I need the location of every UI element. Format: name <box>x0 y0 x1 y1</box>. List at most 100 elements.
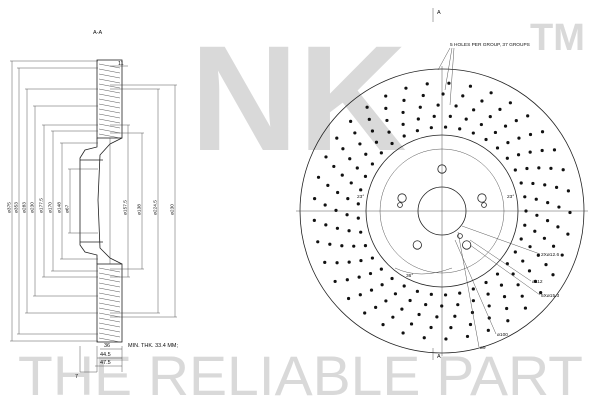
hatch-line <box>98 307 121 313</box>
right-dim-label: ø157.5 <box>123 200 129 215</box>
drill-hole <box>544 262 548 267</box>
drill-hole <box>324 223 328 227</box>
bottom-dim-36-label: 36 <box>104 343 110 349</box>
drill-hole <box>404 86 408 90</box>
drill-hole <box>422 336 426 340</box>
drill-hole <box>429 325 433 330</box>
drill-hole <box>568 210 572 215</box>
drill-hole <box>458 127 462 131</box>
drill-hole <box>384 106 388 110</box>
drill-hole <box>513 168 517 172</box>
drill-hole <box>448 114 452 118</box>
callout-112-leader <box>469 239 532 282</box>
drill-hole <box>443 125 448 129</box>
drill-hole <box>348 157 352 161</box>
drill-hole <box>391 315 395 319</box>
drill-hole <box>359 258 363 263</box>
drill-hole <box>421 93 425 98</box>
drill-hole <box>489 91 493 95</box>
drill-hole <box>528 132 533 137</box>
drill-hole <box>495 146 500 150</box>
hatch-line <box>98 83 121 89</box>
holes-note: 5 HOLES PER GROUP, 37 GROUPS <box>450 42 530 48</box>
watermark-trademark: TM <box>530 17 585 59</box>
drill-hole <box>324 155 328 159</box>
bottom-dimensions: 36 44.5 47.5 7 MIN. THK. 33.4 MM; <box>75 343 178 380</box>
drill-hole <box>432 114 436 118</box>
watermark: NK TM THE RELIABLE PART <box>18 14 585 405</box>
drill-hole <box>347 260 351 264</box>
drill-hole <box>374 140 379 144</box>
callout-2x126: 2Xø12.6 <box>541 252 559 258</box>
drill-hole <box>535 213 539 217</box>
drill-hole <box>359 188 363 192</box>
drill-hole <box>458 291 462 295</box>
drill-hole <box>528 245 532 249</box>
drill-hole <box>326 183 330 187</box>
drill-hole <box>323 260 327 264</box>
drill-hole <box>528 150 532 154</box>
drill-hole <box>370 129 375 133</box>
bolt-holes <box>397 164 487 250</box>
callout-5x153: 5Xø15.3 <box>541 293 559 299</box>
drill-hole <box>335 261 339 265</box>
drill-hole <box>349 181 353 185</box>
drill-hole <box>552 148 557 152</box>
drill-hole <box>486 292 490 296</box>
watermark-logo: NK <box>190 14 407 182</box>
drill-hole <box>334 208 338 212</box>
drill-hole <box>341 147 345 151</box>
callout-112: ø112 <box>532 279 543 285</box>
drill-hole <box>508 101 512 105</box>
hatch-line <box>98 78 121 84</box>
drill-hole <box>505 156 509 160</box>
drill-hole <box>384 299 388 303</box>
drill-hole <box>347 229 351 233</box>
drill-hole <box>502 294 507 299</box>
drill-hole <box>333 279 337 284</box>
drill-hole <box>525 166 529 171</box>
hatch-line <box>98 98 121 104</box>
drill-hole <box>484 137 488 142</box>
drill-hole <box>537 166 541 170</box>
vent-hatching <box>98 63 121 343</box>
hatch-line <box>98 103 121 109</box>
drill-hole <box>470 310 475 315</box>
drill-hole <box>546 201 550 205</box>
drill-hole <box>557 205 561 209</box>
drill-hole <box>401 331 405 335</box>
drill-hole <box>441 92 445 96</box>
right-dim-label: ø138 <box>137 204 143 215</box>
drill-hole <box>527 269 532 273</box>
drill-hole <box>335 136 339 140</box>
drill-hole <box>390 141 394 146</box>
drill-hole <box>549 166 553 170</box>
hatch-line <box>98 337 121 343</box>
hatch-line <box>98 282 121 288</box>
drill-hole <box>471 131 475 135</box>
friction-ring-top <box>96 59 123 139</box>
drill-hole <box>506 141 510 145</box>
drill-hole <box>365 105 369 109</box>
drill-hole <box>312 218 316 222</box>
drill-hole <box>487 304 491 308</box>
drill-hole <box>435 315 439 319</box>
watermark-slogan: THE RELIABLE PART <box>18 344 583 400</box>
drill-hole <box>514 119 518 123</box>
left-dim-label: ø230 <box>30 202 36 213</box>
drill-hole <box>335 226 340 230</box>
drill-hole <box>554 185 559 189</box>
drill-hole <box>468 84 473 88</box>
drill-hole <box>369 288 374 292</box>
drill-hole <box>488 115 492 119</box>
drill-hole <box>436 103 440 107</box>
hat-outer <box>79 138 98 264</box>
drill-hole <box>556 225 560 229</box>
drill-hole <box>561 168 565 172</box>
drill-hole <box>425 82 429 86</box>
bottom-dim-44-label: 44.5 <box>100 352 111 358</box>
drill-hole <box>516 153 521 157</box>
drill-hole <box>367 117 371 121</box>
